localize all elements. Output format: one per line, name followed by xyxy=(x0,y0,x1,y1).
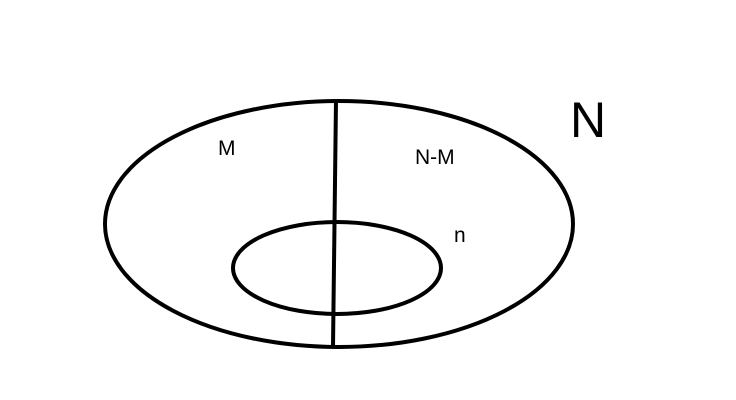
label-inner-n: n xyxy=(454,224,466,247)
inner-ellipse xyxy=(231,220,443,316)
label-universe-n: N xyxy=(570,92,606,148)
outer-ellipse xyxy=(103,99,575,349)
label-m: M xyxy=(218,137,236,160)
divider-line xyxy=(331,99,338,348)
label-n-minus-m: N-M xyxy=(415,146,455,169)
